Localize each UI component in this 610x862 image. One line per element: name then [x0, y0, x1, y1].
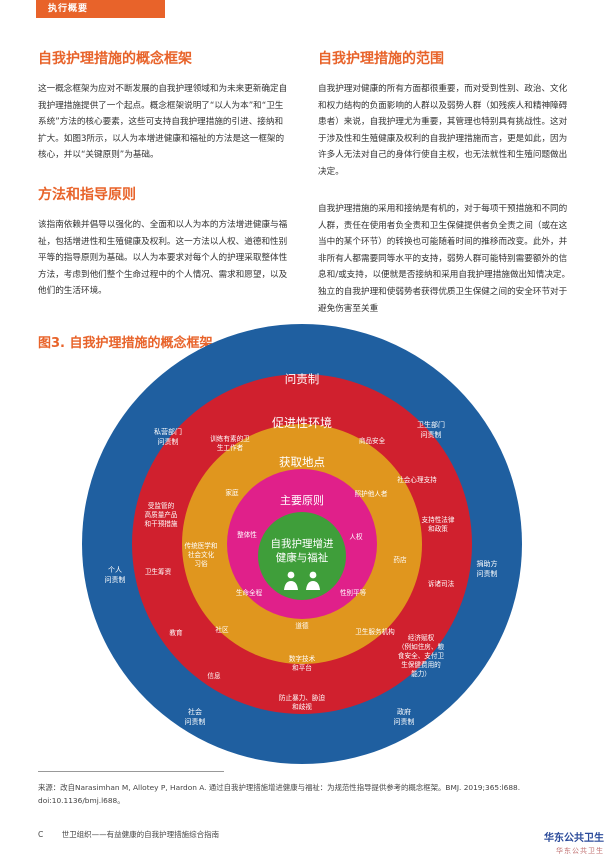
- donor-accountability: 捐助方问责制: [477, 559, 498, 578]
- page-footer: C 世卫组织——有益健康的自我护理措施综合指南: [38, 829, 219, 840]
- figure-source: 来源：改自Narasimhan M, Allotey P, Hardon A. …: [38, 783, 521, 805]
- source-divider: [38, 771, 224, 772]
- private-sector-accountability: 私营部门问责制: [154, 427, 182, 446]
- government-accountability: 政府问责制: [394, 707, 415, 726]
- accountability-title: 问责制: [285, 372, 320, 386]
- paragraph-scope-1: 自我护理对健康的所有方面都很重要，而对受到性别、政治、文化和权力结构的负面影响的…: [318, 84, 568, 177]
- key-principles-title: 主要原则: [280, 494, 324, 507]
- heading-scope: 自我护理措施的范围: [318, 51, 444, 67]
- regulated-quality-products: 受监管的高质量产品和干预措施: [145, 501, 178, 528]
- education: 教育: [169, 628, 183, 637]
- center-label-line1: 自我护理增进: [271, 537, 334, 550]
- section-tag: 执行概要: [36, 0, 165, 18]
- figure-title-text: 自我护理措施的概念框架: [69, 336, 213, 351]
- health-facilities: 卫生服务机构: [355, 627, 395, 636]
- page-number: C: [38, 830, 44, 839]
- paragraph-concept-framework: 这一概念框架为应对不断发展的自我护理领域和为未来更新确定自我护理措施提供了一个起…: [38, 84, 288, 161]
- caregivers: 照护他人者: [355, 489, 388, 498]
- violence-prevention: 防止暴力、胁迫和歧视: [279, 693, 326, 711]
- life-course: 生命全程: [236, 588, 263, 597]
- human-rights: 人权: [349, 532, 363, 541]
- economic-empowerment: 经济赋权（例如住房、粮食安全、支付卫生保健费用的能力）: [398, 633, 445, 678]
- access-points-title: 获取地点: [279, 455, 325, 469]
- footer-text: 世卫组织——有益健康的自我护理措施综合指南: [61, 830, 220, 839]
- paragraph-scope-2: 自我护理措施的采用和接纳是有机的，对于每项干预措施和不同的人群，责任在使用者负全…: [318, 204, 571, 314]
- product-safety: 商品安全: [359, 436, 386, 445]
- traditional-medicine: 传统医学和社会文化习俗: [185, 541, 218, 568]
- information: 信息: [207, 671, 221, 680]
- figure-label: 图3.: [38, 336, 65, 351]
- figure-title: 图3. 自我护理措施的概念框架: [38, 332, 213, 351]
- health-sector-accountability: 卫生部门问责制: [417, 420, 445, 439]
- watermark: 华东公共卫生 华东公共卫生: [544, 832, 604, 858]
- holistic: 整体性: [237, 530, 257, 539]
- watermark-line1: 华东公共卫生: [544, 833, 604, 844]
- health-financing: 卫生筹资: [145, 567, 172, 576]
- enabling-environment-title: 促进性环境: [272, 415, 332, 430]
- heading-approach-principles: 方法和指导原则: [38, 187, 136, 203]
- center-circle: [258, 512, 346, 600]
- paragraph-approach-principles: 该指南依赖并倡导以强化的、全面和以人为本的方法增进健康与福祉，包括增进性和生殖健…: [38, 220, 288, 297]
- trained-health-workers: 训练有素的卫生工作者: [210, 434, 250, 452]
- access-to-justice: 诉诸司法: [428, 579, 455, 588]
- supportive-law-policy: 支持性法律和政策: [422, 515, 455, 533]
- gender-equality: 性别平等: [340, 588, 367, 597]
- people-icon: [284, 571, 320, 590]
- center-label-line2: 健康与福祉: [276, 551, 329, 564]
- heading-concept-framework: 自我护理措施的概念框架: [38, 51, 192, 67]
- community: 社区: [215, 625, 229, 634]
- personal-accountability: 个人问责制: [105, 566, 126, 584]
- psychosocial-support: 社会心理支持: [397, 475, 437, 484]
- watermark-line2: 华东公共卫生: [556, 847, 604, 855]
- society-accountability: 社会问责制: [185, 707, 206, 726]
- digital-technologies: 数字技术和平台: [289, 654, 316, 672]
- home: 家庭: [225, 488, 239, 497]
- pharmacy: 药店: [393, 555, 407, 564]
- ethics: 道德: [295, 621, 309, 630]
